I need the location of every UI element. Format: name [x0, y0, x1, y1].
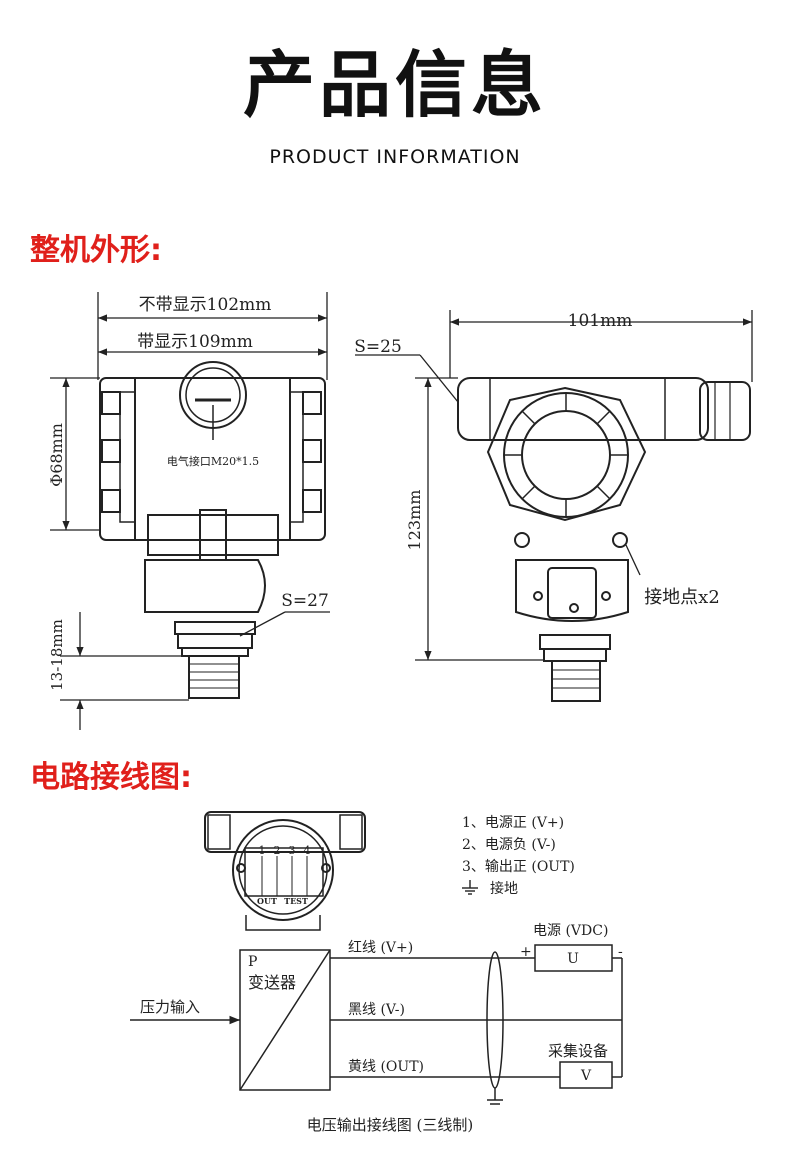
front-view-drawing	[99, 361, 326, 699]
terminal-numbers: 1 2 3 4 OUT TEST	[257, 844, 310, 906]
wire-yellow-label: 黄线 (OUT)	[348, 1058, 424, 1075]
page-title: 产品信息	[242, 43, 547, 127]
acquisition-box-label: V	[580, 1068, 592, 1084]
ground-icon	[462, 880, 478, 895]
wiring-caption: 电压输出接线图 (三线制)	[307, 1116, 473, 1134]
wire-black-label: 黑线 (V-)	[348, 1002, 405, 1018]
legend-item: 2、电源负 (V-)	[462, 837, 556, 853]
power-plus-label: +	[520, 944, 532, 960]
terminal-number: 4	[304, 844, 311, 857]
hex-27-label: S=27	[281, 591, 329, 611]
dim-diameter: Φ68mm	[47, 423, 66, 487]
dim-thread: 13-18mm	[48, 619, 66, 691]
wiring-legend: 1、电源正 (V+) 2、电源负 (V-) 3、输出正 (OUT) 接地	[462, 815, 575, 897]
terminal-housing-drawing	[204, 811, 366, 931]
legend-item: 3、输出正 (OUT)	[462, 859, 575, 875]
hex-25-label: S=25	[354, 337, 402, 357]
terminal-number: 1	[259, 844, 266, 857]
dim-without-display: 不带显示102mm	[139, 295, 272, 315]
terminal-mark-out: OUT	[257, 896, 277, 906]
terminal-number: 3	[289, 844, 296, 857]
power-supply-label: 电源 (VDC)	[533, 923, 608, 939]
dim-width-side: 101mm	[568, 311, 633, 331]
transmitter-p-label: P	[248, 954, 257, 970]
acquisition-label: 采集设备	[548, 1042, 608, 1060]
front-dimensions	[50, 292, 330, 730]
wiring-diagram	[130, 944, 623, 1105]
section-title-wiring: 电路接线图:	[30, 760, 192, 795]
side-dimensions	[355, 310, 753, 661]
wire-red-label: 红线 (V+)	[348, 940, 413, 956]
page-subtitle: PRODUCT INFORMATION	[269, 146, 521, 168]
terminal-mark-test: TEST	[284, 896, 308, 906]
dim-with-display: 带显示109mm	[137, 332, 253, 352]
legend-item: 接地	[490, 880, 518, 897]
transmitter-name: 变送器	[248, 973, 296, 992]
grounding-points-label: 接地点x2	[644, 587, 720, 608]
power-box-label: U	[567, 951, 579, 967]
power-minus-label: -	[618, 944, 623, 960]
pressure-input-label: 压力输入	[140, 998, 200, 1016]
electrical-interface-label: 电气接口M20*1.5	[167, 454, 259, 468]
dim-height: 123mm	[405, 490, 424, 551]
legend-item: 1、电源正 (V+)	[462, 815, 564, 831]
side-view-drawing	[457, 377, 751, 702]
section-title-outline: 整机外形:	[30, 233, 162, 268]
terminal-number: 2	[274, 844, 281, 857]
